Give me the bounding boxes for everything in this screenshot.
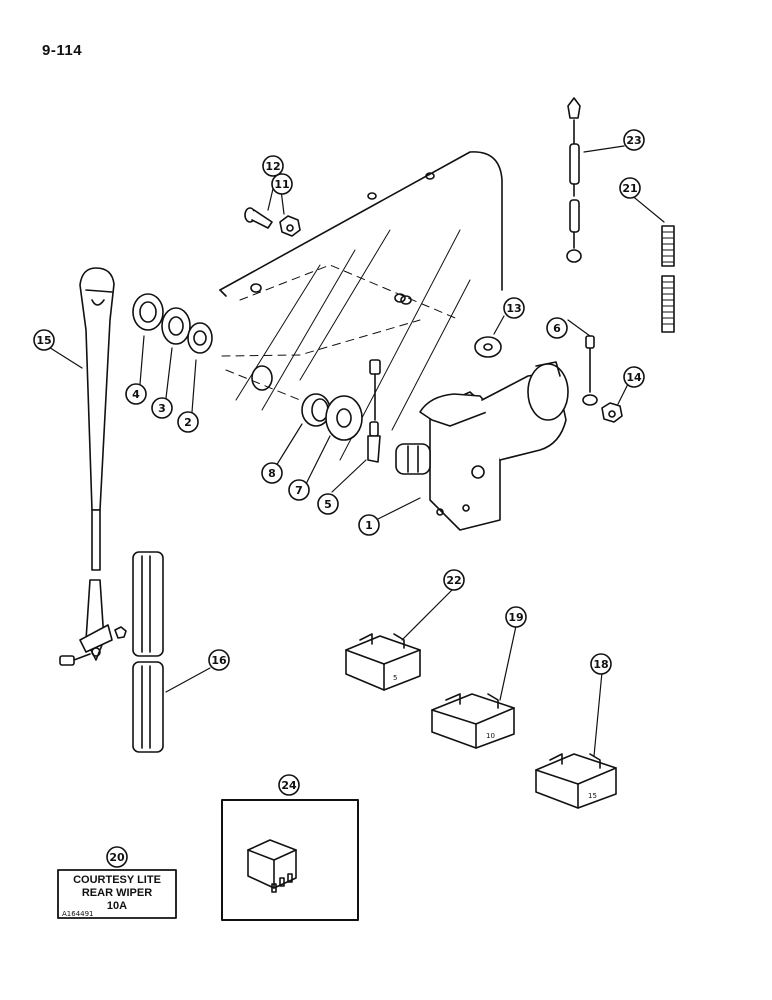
callout-12: 12 xyxy=(262,155,284,177)
callout-14: 14 xyxy=(623,366,645,388)
callout-5-circle xyxy=(317,493,339,515)
callout-1-label: 1 xyxy=(365,519,373,532)
screw xyxy=(244,207,273,229)
callout-2-label: 2 xyxy=(184,416,192,429)
motor-lead xyxy=(582,335,598,406)
wiper-blade xyxy=(132,551,164,753)
callout-3-circle xyxy=(151,397,173,419)
wiring-harness xyxy=(566,97,582,263)
motor-nut xyxy=(601,402,623,423)
callout-7-label: 7 xyxy=(295,484,303,497)
callout-14-label: 14 xyxy=(626,371,642,384)
callout-23-circle xyxy=(623,129,645,151)
callout-15-circle xyxy=(33,329,55,351)
callout-16-circle xyxy=(208,649,230,671)
callout-21-label: 21 xyxy=(622,182,637,195)
callout-13: 13 xyxy=(503,297,525,319)
callout-15-label: 15 xyxy=(36,334,51,347)
callout-8: 8 xyxy=(261,462,283,484)
rubber-seal xyxy=(474,336,502,358)
callout-2: 2 xyxy=(177,411,199,433)
callout-4-circle xyxy=(125,383,147,405)
callout-22-label: 22 xyxy=(446,574,461,587)
callout-5-label: 5 xyxy=(324,498,332,511)
callout-21: 21 xyxy=(619,177,641,199)
callout-19: 19 xyxy=(505,606,527,628)
callout-14-circle xyxy=(623,366,645,388)
callout-8-circle xyxy=(261,462,283,484)
fuse-18-rating: 15 xyxy=(588,792,597,800)
spring-wire xyxy=(661,225,675,333)
callout-3-label: 3 xyxy=(158,402,166,415)
wiper-motor xyxy=(395,361,569,531)
callout-2-circle xyxy=(177,411,199,433)
callout-7: 7 xyxy=(288,479,310,501)
callout-15: 15 xyxy=(33,329,55,351)
callout-23-label: 23 xyxy=(626,134,641,147)
callout-11-label: 11 xyxy=(274,178,289,191)
callout-7-circle xyxy=(288,479,310,501)
fuse-19-rating: 10 xyxy=(486,732,495,740)
callout-20-circle xyxy=(106,846,128,868)
relay xyxy=(247,839,297,893)
callout-19-circle xyxy=(505,606,527,628)
callout-18: 18 xyxy=(590,653,612,675)
fuse-15-amp: 15 xyxy=(535,753,617,809)
callout-19-label: 19 xyxy=(508,611,523,624)
callout-1: 1 xyxy=(358,514,380,536)
callout-1-circle xyxy=(358,514,380,536)
callout-21-circle xyxy=(619,177,641,199)
decal-box: COURTESY LITE REAR WIPER 10A A164491 xyxy=(57,869,177,919)
decal-ref: A164491 xyxy=(62,910,94,918)
callout-24-circle xyxy=(278,774,300,796)
callout-18-circle xyxy=(590,653,612,675)
callout-8-label: 8 xyxy=(268,467,276,480)
ground-lead xyxy=(367,359,381,463)
washer-2 xyxy=(187,322,213,354)
callout-5: 5 xyxy=(317,493,339,515)
callout-6: 6 xyxy=(546,317,568,339)
callout-4: 4 xyxy=(125,383,147,405)
callout-18-label: 18 xyxy=(593,658,608,671)
callout-22-circle xyxy=(443,569,465,591)
callout-12-label: 12 xyxy=(265,160,280,173)
callout-3: 3 xyxy=(151,397,173,419)
callout-6-label: 6 xyxy=(553,322,561,335)
wiper-arm xyxy=(59,267,127,666)
callout-16-label: 16 xyxy=(211,654,227,667)
callout-24-label: 24 xyxy=(281,779,297,792)
callout-22: 22 xyxy=(443,569,465,591)
panel-nut xyxy=(279,215,301,237)
callout-6-circle xyxy=(546,317,568,339)
decal-line-1: COURTESY LITE xyxy=(73,874,161,886)
fuse-22-rating: 5 xyxy=(393,674,397,682)
washer-3 xyxy=(161,307,191,345)
fuse-10-amp: 10 xyxy=(431,693,515,749)
relay-box xyxy=(221,799,359,921)
callout-12-circle xyxy=(262,155,284,177)
callout-11-circle xyxy=(271,173,293,195)
decal-line-3: 10A xyxy=(107,900,127,912)
shaft-nut xyxy=(132,293,164,331)
callout-13-circle xyxy=(503,297,525,319)
callout-11: 11 xyxy=(271,173,293,195)
page-number: 9-114 xyxy=(42,42,83,59)
callout-20: 20 xyxy=(106,846,128,868)
callout-13-label: 13 xyxy=(506,302,521,315)
decal-line-2: REAR WIPER xyxy=(82,887,152,899)
callout-4-label: 4 xyxy=(132,388,140,401)
callout-16: 16 xyxy=(208,649,230,671)
callout-20-label: 20 xyxy=(109,851,125,864)
callout-23: 23 xyxy=(623,129,645,151)
leader-lines xyxy=(43,145,665,757)
large-washer xyxy=(325,395,363,441)
callout-24: 24 xyxy=(278,774,300,796)
fuse-5-amp: 5 xyxy=(345,633,421,691)
